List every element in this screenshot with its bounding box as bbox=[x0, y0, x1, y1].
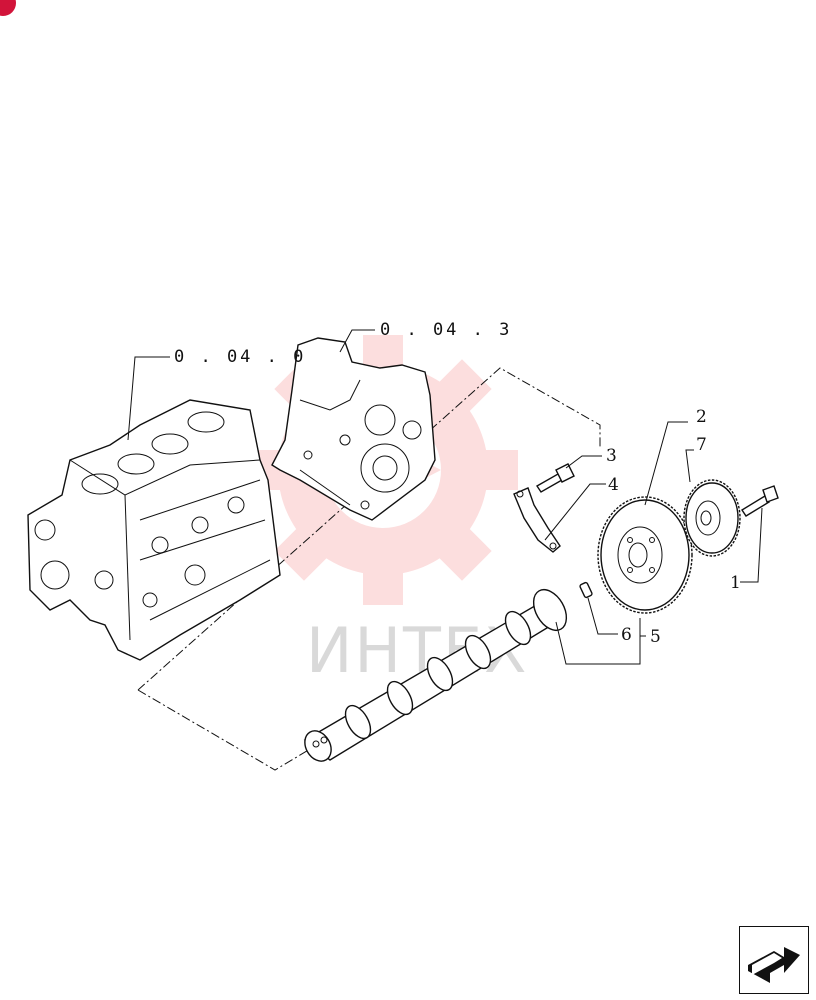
bolt-1 bbox=[741, 485, 779, 517]
ref-label-timing-cover: 0 . 04 . 3 bbox=[380, 320, 512, 340]
callout-3: 3 bbox=[606, 446, 617, 466]
callout-1: 1 bbox=[730, 573, 741, 593]
leader-ref-engine-block bbox=[127, 356, 170, 441]
leader-6 bbox=[587, 597, 618, 635]
dowel-pin bbox=[579, 581, 593, 599]
next-page-arrow-icon bbox=[748, 947, 800, 983]
bolt-3 bbox=[536, 463, 575, 493]
timing-gear-housing bbox=[271, 337, 436, 521]
leader-5 bbox=[555, 618, 646, 665]
bracket-plate bbox=[513, 487, 561, 553]
engine-block bbox=[27, 399, 281, 661]
leader-4 bbox=[544, 483, 606, 541]
leader-ref-timing-cover bbox=[339, 329, 375, 353]
leader-3 bbox=[565, 455, 602, 469]
red-circle-icon bbox=[0, 0, 16, 16]
callout-2: 2 bbox=[696, 407, 707, 427]
leader-2 bbox=[644, 421, 688, 506]
callout-5: 5 bbox=[650, 627, 661, 647]
camshaft bbox=[303, 589, 568, 762]
next-page-button[interactable] bbox=[739, 926, 809, 994]
idler-gear bbox=[683, 479, 741, 557]
ref-label-engine-block: 0 . 04 . 0 bbox=[174, 347, 306, 367]
callout-6: 6 bbox=[621, 625, 632, 645]
callout-4: 4 bbox=[608, 475, 619, 495]
leader-1 bbox=[740, 507, 763, 583]
leader-7 bbox=[685, 449, 694, 483]
callout-7: 7 bbox=[696, 435, 707, 455]
camshaft-gear bbox=[597, 496, 693, 614]
